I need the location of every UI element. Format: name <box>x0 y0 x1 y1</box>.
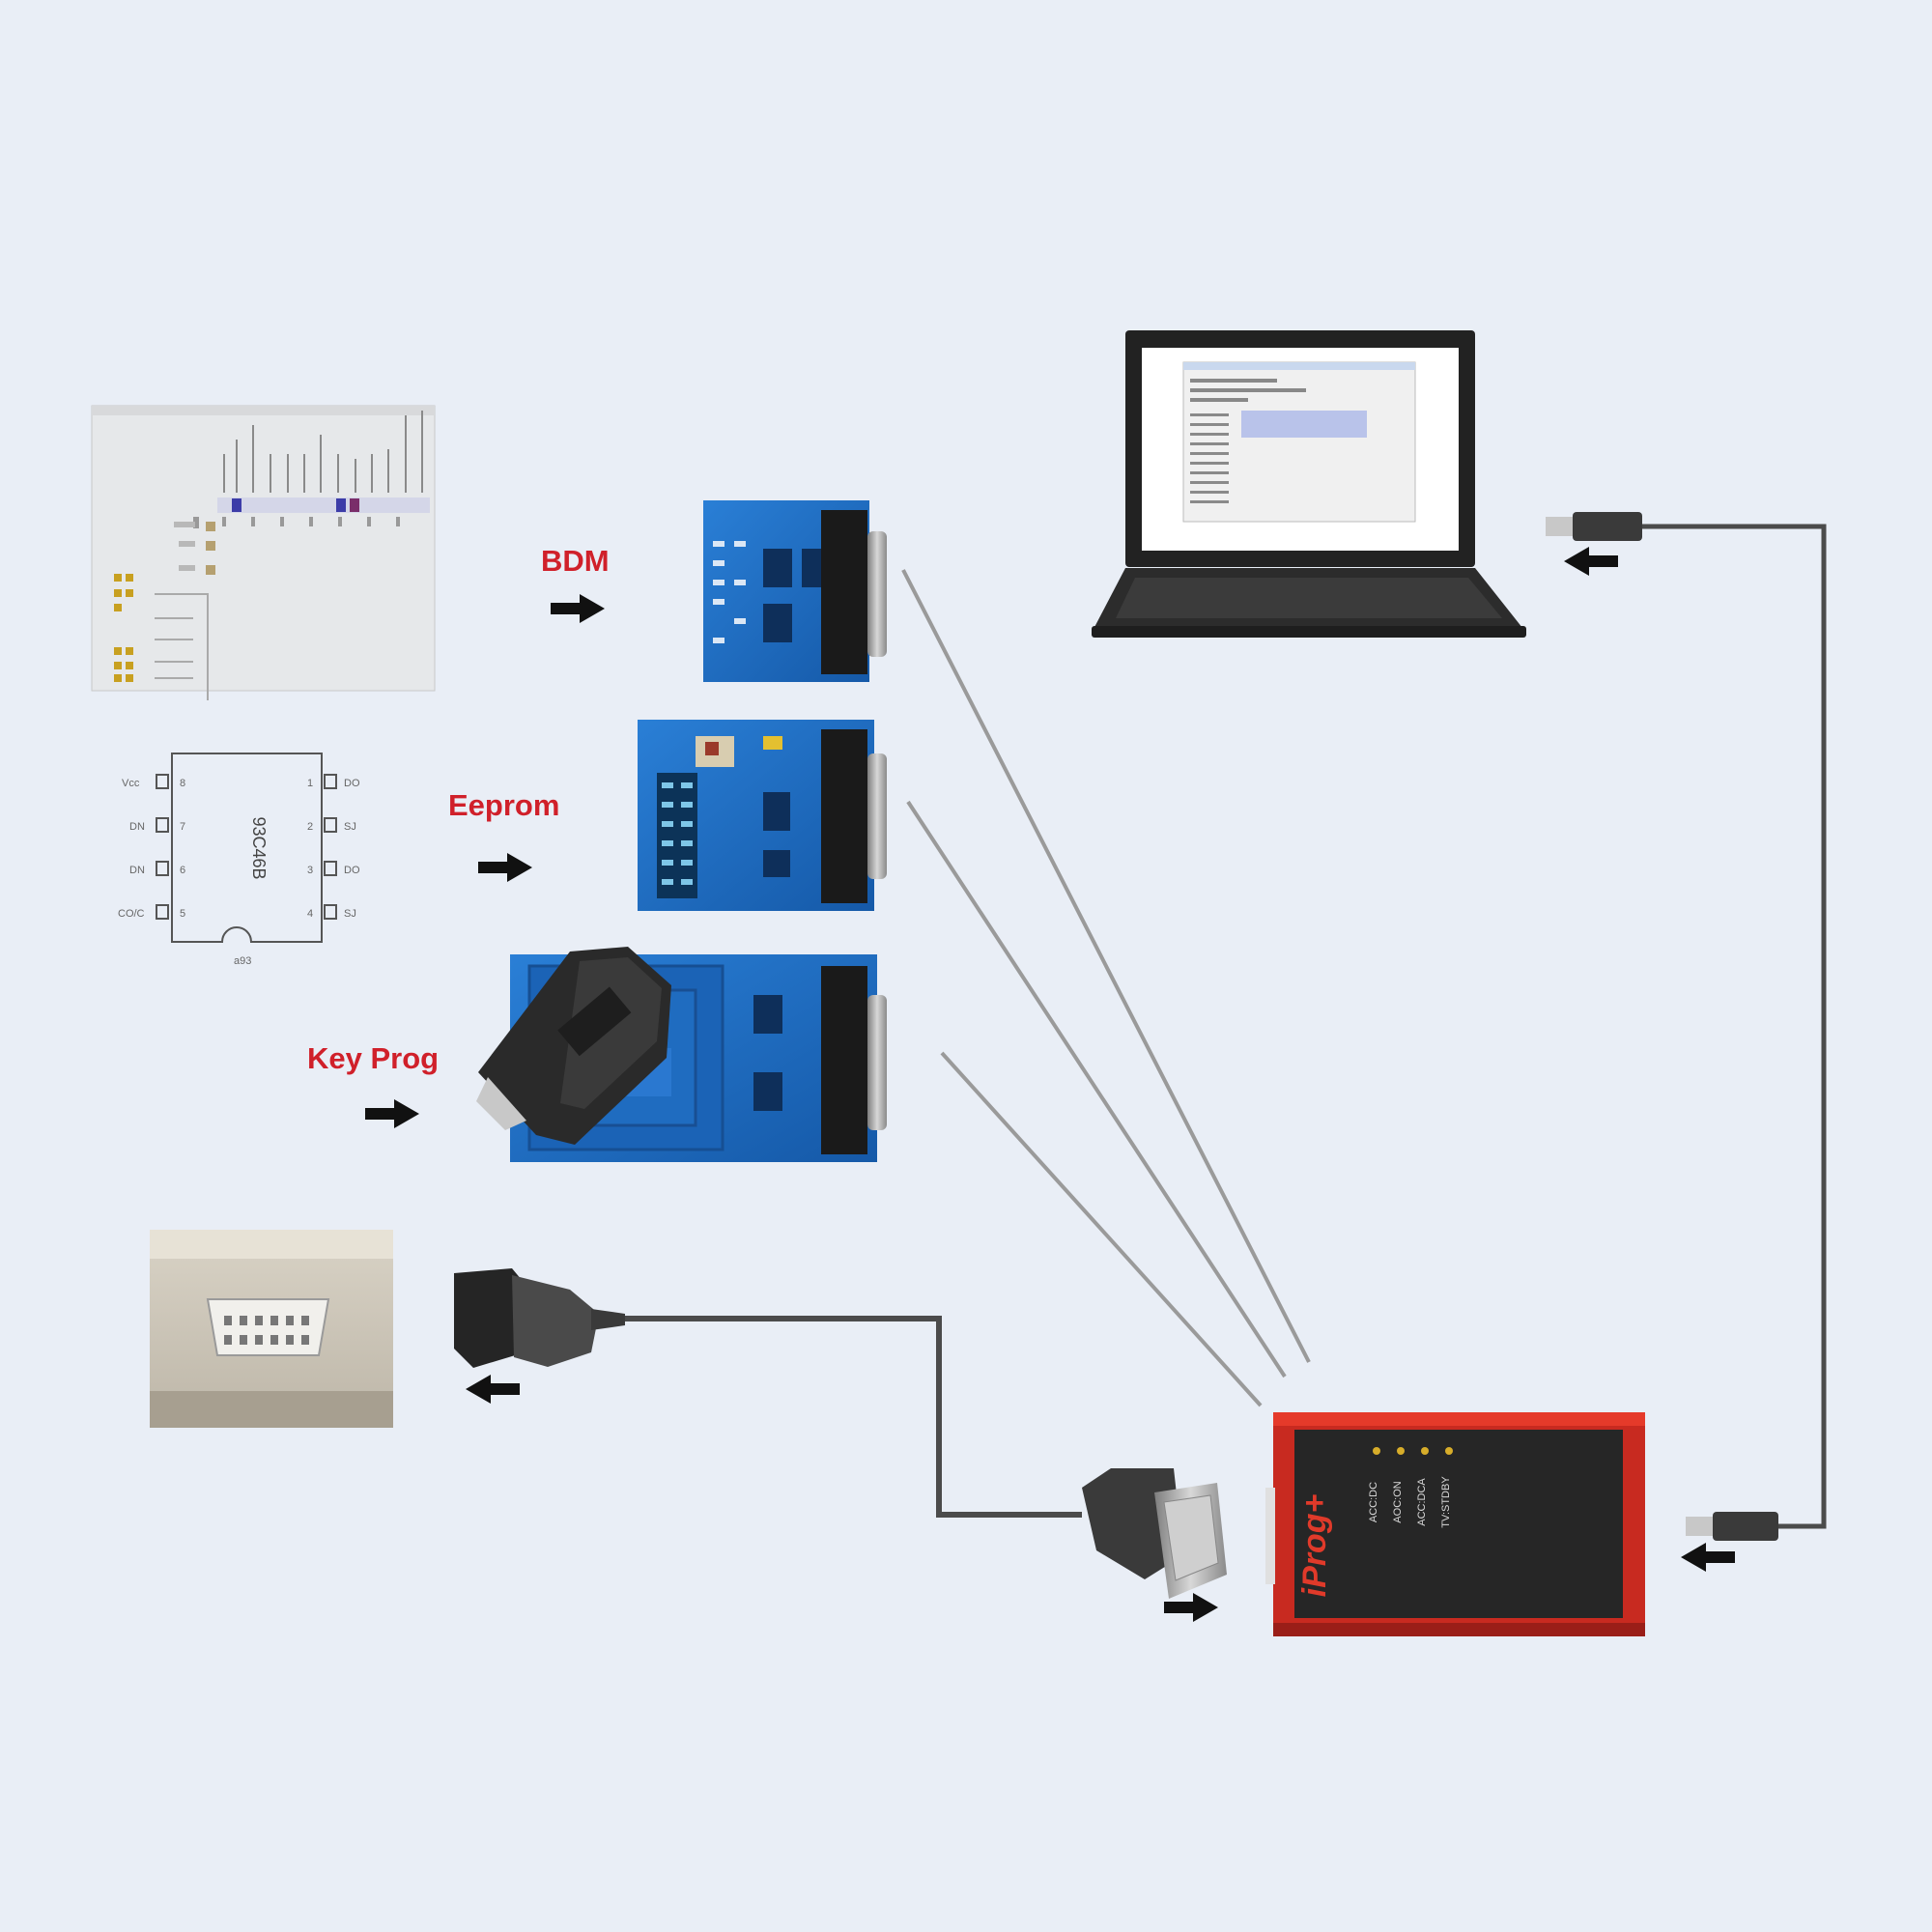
device-led-label-3: AOC:ON <box>1392 1481 1404 1522</box>
bdm-link-line <box>901 569 1311 1363</box>
arrows <box>365 547 1735 1622</box>
device-led-label-4: ACC:DC <box>1368 1482 1379 1522</box>
usb-device-arrow-icon <box>1681 1543 1735 1572</box>
db25-connector <box>1082 1468 1227 1599</box>
svg-text:DO: DO <box>344 865 360 876</box>
eeprom-arrow-icon <box>478 853 532 882</box>
svg-text:7: 7 <box>180 821 185 833</box>
svg-text:Vcc: Vcc <box>122 778 140 789</box>
svg-text:a93: a93 <box>234 955 251 967</box>
chip-part-number: 93C46B <box>249 816 269 879</box>
eeprom-link-line <box>906 800 1287 1378</box>
iprog-device <box>1265 1412 1645 1636</box>
keyprog-label: Key Prog <box>307 1041 440 1075</box>
eeprom-adapter-board <box>638 720 887 911</box>
keyprog-adapter-board <box>476 947 887 1162</box>
device-led-label-1: TV:STDBY <box>1440 1476 1452 1528</box>
svg-text:5: 5 <box>180 908 185 920</box>
db25-arrow-icon <box>1164 1593 1218 1622</box>
obd-arrow-icon <box>466 1375 520 1404</box>
svg-text:3: 3 <box>307 865 313 876</box>
svg-text:6: 6 <box>180 865 185 876</box>
keyprog-arrow-icon <box>365 1099 419 1128</box>
car-key-icon <box>476 947 671 1145</box>
bdm-arrow-icon <box>551 594 605 623</box>
bdm-label: BDM <box>541 544 610 578</box>
svg-text:4: 4 <box>307 908 313 920</box>
eeprom-label: Eeprom <box>448 788 560 822</box>
usb-cable <box>1546 512 1827 1541</box>
device-led-label-2: ACC:DCA <box>1416 1478 1428 1526</box>
svg-text:DN: DN <box>129 821 145 833</box>
eeprom-chip-schematic <box>156 753 337 943</box>
device-brand: iProg+ <box>1296 1493 1333 1597</box>
obd-port-photo <box>150 1230 393 1428</box>
svg-text:8: 8 <box>180 778 185 789</box>
svg-text:DN: DN <box>129 865 145 876</box>
obd-cable <box>454 1268 1227 1599</box>
software-screenshot-thumbnail <box>91 405 436 700</box>
svg-text:SJ: SJ <box>344 908 356 920</box>
svg-text:1: 1 <box>307 778 313 789</box>
adapter-link-lines <box>901 569 1311 1407</box>
keyprog-link-line <box>940 1051 1263 1407</box>
svg-text:CO/C: CO/C <box>118 908 145 920</box>
svg-text:2: 2 <box>307 821 313 833</box>
svg-text:SJ: SJ <box>344 821 356 833</box>
laptop <box>1092 330 1526 638</box>
svg-text:DO: DO <box>344 778 360 789</box>
laptop-arrow-icon <box>1564 547 1618 576</box>
bdm-adapter-board <box>703 500 887 682</box>
